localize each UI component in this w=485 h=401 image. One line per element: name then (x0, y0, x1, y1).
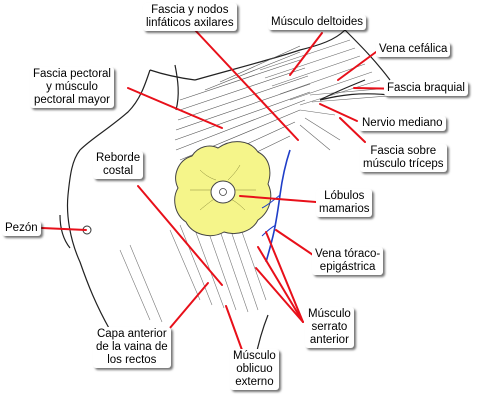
label-lobulos-mamarios: Lóbulos mamarios (316, 189, 373, 217)
label-line: Fascia y nodos (151, 4, 229, 16)
leader-pezon (41, 227, 87, 231)
label-line: los rectos (107, 354, 157, 366)
label-musculo-deltoides: Músculo deltoides (268, 15, 367, 30)
vein-branch-2 (261, 224, 277, 237)
label-line: externo (235, 376, 274, 388)
label-pezon: Pezón (2, 221, 41, 236)
label-fascia-braquial: Fascia braquial (384, 81, 468, 96)
label-musculo-serrato: Músculo serrato anterior (305, 307, 354, 348)
label-line: costal (103, 165, 134, 177)
label-capa-anterior: Capa anterior de la vaina de los rectos (93, 327, 171, 368)
label-line: Capa anterior (96, 328, 167, 340)
thoracoepigastric-vein (265, 149, 291, 263)
leader-vena-toraco (275, 229, 314, 256)
vein-branch (261, 194, 281, 209)
leader-serrato-3 (255, 267, 304, 323)
leader-musculo-oblicuo (225, 305, 243, 351)
label-line: Fascia pectoral (33, 68, 111, 80)
label-line: Nervio mediano (362, 117, 443, 129)
label-line: Vena cefálica (379, 43, 448, 55)
label-line: Músculo deltoides (271, 16, 364, 28)
arm-top (344, 29, 391, 81)
left-breast-contour (59, 214, 71, 249)
leader-vena-cefalica (337, 51, 377, 81)
label-line: Fascia sobre (370, 145, 437, 157)
clavicle-line (149, 69, 196, 81)
leader-musculo-deltoides (289, 32, 323, 76)
torso-outline (59, 29, 391, 361)
label-line: oblicuo (236, 363, 273, 375)
label-line: Músculo (233, 350, 276, 362)
leader-capa-anterior (163, 282, 209, 336)
nipple-center (219, 188, 227, 196)
label-musculo-oblicuo: Músculo oblicuo externo (230, 349, 279, 390)
label-line: pectoral mayor (33, 94, 111, 106)
leader-fascia-pectoral (127, 87, 223, 129)
leader-fascia-axilares (194, 29, 299, 141)
label-reborde-costal: Reborde costal (93, 151, 144, 179)
leader-fascia-triceps (339, 117, 366, 143)
label-line: linfáticos axilares (146, 17, 234, 29)
label-line: Vena tóraco- (315, 248, 381, 260)
label-line: Fascia braquial (387, 82, 465, 94)
label-line: Lóbulos (324, 190, 365, 202)
leader-lines (41, 29, 415, 351)
label-line: mamarios (319, 203, 370, 215)
label-fascia-pectoral: Fascia pectoral y músculo pectoral mayor (30, 67, 114, 108)
arm-bottom (319, 93, 391, 101)
label-line: epigástrica (319, 261, 376, 273)
left-torso-line (66, 69, 151, 331)
leader-serrato-2 (257, 246, 304, 323)
leader-nervio-mediano (319, 103, 358, 122)
label-line: músculo tríceps (363, 158, 444, 170)
label-line: Pezón (5, 222, 38, 234)
label-line: serrato (311, 321, 348, 333)
label-fascia-axilares: Fascia y nodos linfáticos axilares (143, 3, 237, 31)
label-vena-cefalica: Vena cefálica (376, 42, 451, 57)
arm-fibers (299, 87, 391, 151)
label-nervio-mediano: Nervio mediano (359, 116, 446, 131)
abdominal-fibers (119, 221, 267, 323)
shoulder-line (194, 29, 346, 81)
label-line: y músculo (46, 81, 98, 93)
sternum-line (174, 64, 179, 111)
label-fascia-triceps: Fascia sobre músculo tríceps (360, 144, 447, 172)
label-line: Músculo (308, 308, 351, 320)
label-line: de la vaina de (96, 341, 168, 353)
leader-lobulos-mamarios (239, 195, 317, 203)
leader-reborde-costal (137, 185, 223, 286)
leader-serrato-1 (265, 231, 304, 323)
label-vena-toraco: Vena tóraco- epigástrica (312, 247, 384, 275)
label-line: anterior (309, 334, 349, 346)
cephalic-vein (319, 79, 366, 101)
label-line: Reborde (96, 152, 141, 164)
